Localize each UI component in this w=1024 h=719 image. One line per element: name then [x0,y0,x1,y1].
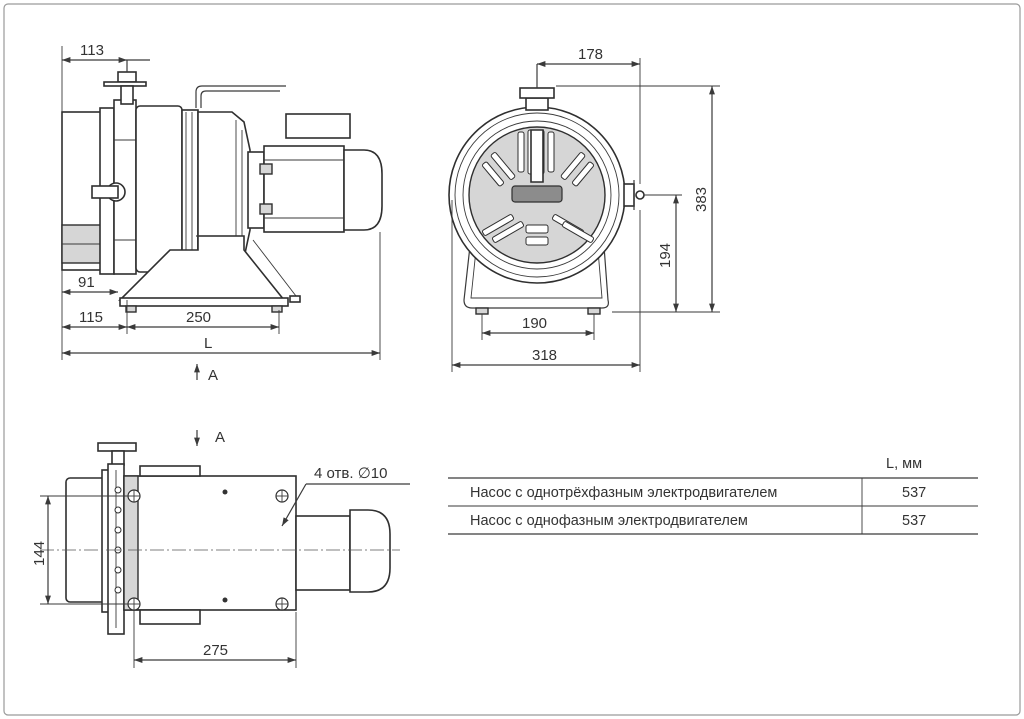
table-unit-header: L, мм [886,456,922,472]
drawing-border [3,3,1021,716]
dim-L: L [204,335,212,352]
dim-91: 91 [78,274,95,291]
dim-194: 194 [657,243,674,268]
dim-113: 113 [80,42,104,59]
top-view: A [31,429,410,668]
dim-115: 115 [79,309,103,326]
front-view: 178 383 194 190 318 [448,46,720,372]
table-row-1-label: Насос с однотрёхфазным электродвигателем [470,485,777,501]
dim-190: 190 [522,315,547,332]
dim-275: 275 [203,642,228,659]
view-label-a-top: A [208,367,218,384]
dim-144: 144 [31,541,48,566]
dim-318: 318 [532,347,557,364]
side-view: 113 91 115 250 L A [61,42,383,384]
table-row-2-label: Насос с однофазным электродвигателем [470,513,748,529]
dim-250: 250 [186,309,211,326]
table-row-1-value: 537 [902,485,926,501]
dim-383: 383 [693,187,710,212]
holes-callout: 4 отв. ∅10 [314,465,387,482]
dim-178: 178 [578,46,603,63]
spec-table: L, мм Насос с однотрёхфазным электродвиг… [448,456,978,535]
table-row-2-value: 537 [902,513,926,529]
view-label-a-bottom: A [215,429,225,446]
